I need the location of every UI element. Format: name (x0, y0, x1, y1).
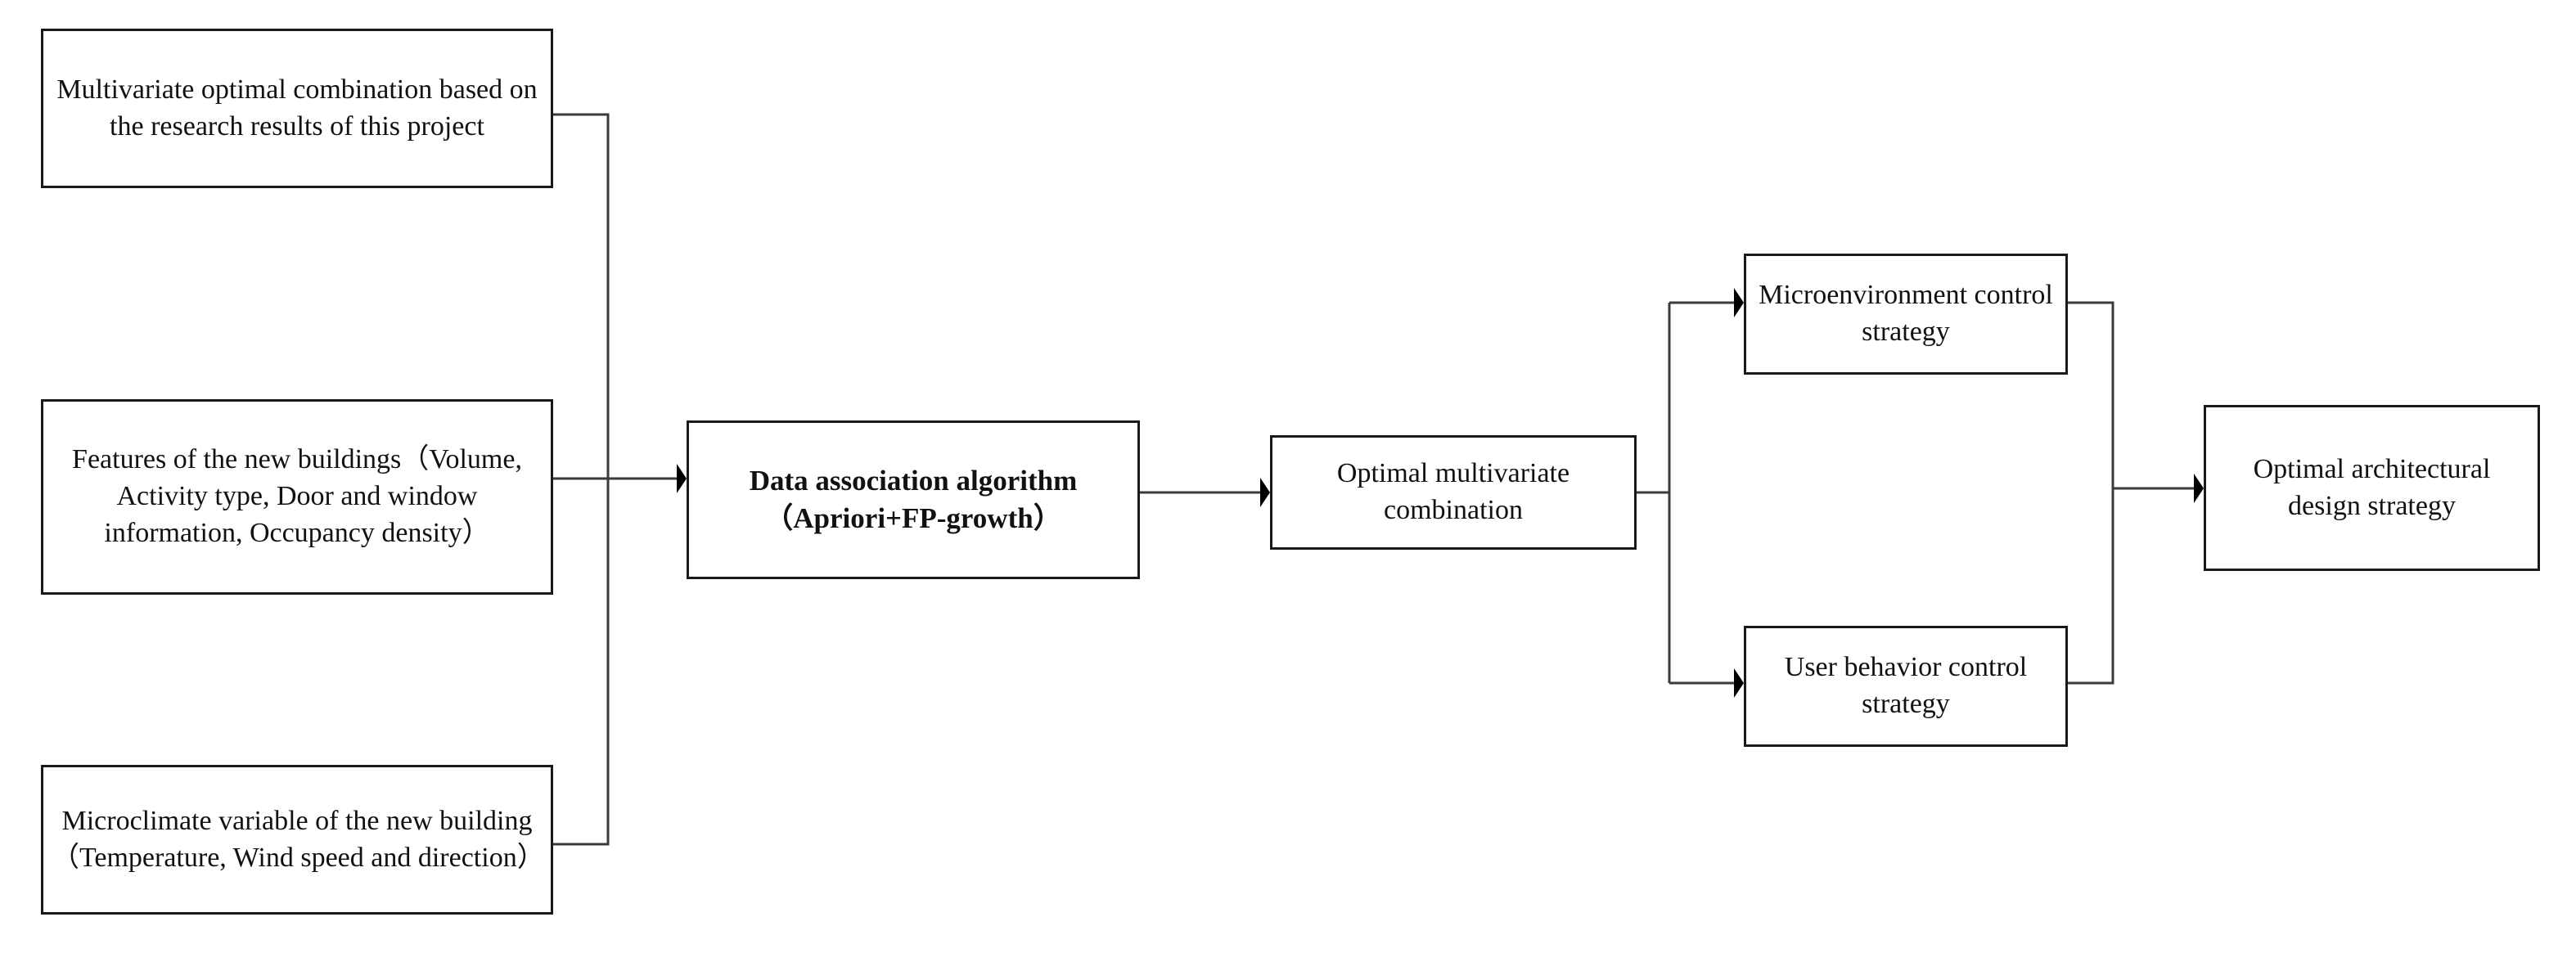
edge-microclimate-to-bus (553, 479, 610, 846)
edge-user-behavior-to-merge-bus (2068, 488, 2114, 685)
node-user-behavior-control-strategy[interactable]: User behavior control strategy (1744, 626, 2068, 747)
node-optimal-architectural-design-strategy-label: Optimal architectural design strategy (2253, 453, 2491, 521)
arrowhead-into-microenvironment (1734, 288, 1744, 317)
node-building-features[interactable]: Features of the new buildings（Volume, Ac… (41, 399, 553, 595)
node-microclimate-label: Microclimate variable of the new buildin… (52, 805, 545, 873)
node-data-association-algorithm-label: Data association algorithm（Apriori+FP-gr… (749, 464, 1078, 534)
edge-microenvironment-to-merge-bus (2068, 301, 2114, 488)
node-multivariate-optimal[interactable]: Multivariate optimal combination based o… (41, 29, 553, 188)
node-microclimate[interactable]: Microclimate variable of the new buildin… (41, 765, 553, 915)
node-data-association-algorithm[interactable]: Data association algorithm（Apriori+FP-gr… (687, 420, 1140, 579)
edge-multivariate-to-bus (553, 113, 610, 479)
arrowhead-into-user-behavior (1734, 668, 1744, 698)
node-optimal-multivariate-combination-label: Optimal multivariate combination (1336, 458, 1570, 525)
node-microenvironment-control-strategy[interactable]: Microenvironment control strategy (1744, 254, 2068, 375)
node-microenvironment-control-strategy-label: Microenvironment control strategy (1759, 280, 2053, 347)
node-optimal-architectural-design-strategy[interactable]: Optimal architectural design strategy (2204, 405, 2540, 571)
node-multivariate-optimal-label: Multivariate optimal combination based o… (56, 74, 538, 142)
node-optimal-multivariate-combination[interactable]: Optimal multivariate combination (1270, 435, 1637, 550)
arrowhead-into-design-strategy (2194, 474, 2204, 503)
arrowhead-into-algorithm (677, 464, 687, 493)
node-user-behavior-control-strategy-label: User behavior control strategy (1784, 652, 2028, 719)
node-building-features-label: Features of the new buildings（Volume, Ac… (72, 444, 522, 548)
arrowhead-into-combination (1260, 478, 1270, 507)
